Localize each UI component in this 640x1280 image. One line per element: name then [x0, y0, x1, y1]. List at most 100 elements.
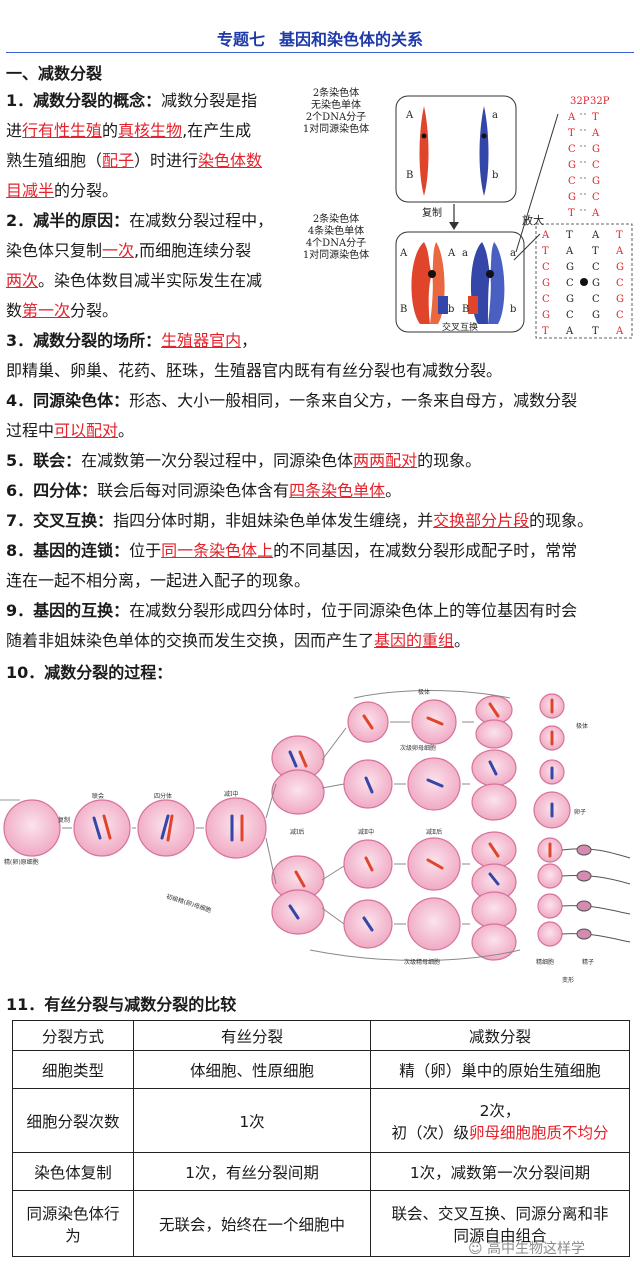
section-heading-meiosis: 一、减数分裂: [6, 64, 103, 83]
item-6-lead: 6．四分体：: [6, 481, 98, 500]
mitosis-meiosis-table: 分裂方式 有丝分裂 减数分裂 细胞类型 体细胞、性原细胞 精（卵）巢中的原始生殖…: [12, 1020, 630, 1257]
item-1-text-d: ,在产生成: [182, 121, 252, 140]
item-2-key-1: 一次: [102, 241, 135, 260]
svg-text:G: G: [592, 278, 600, 289]
label-synapsis: 联会: [92, 792, 104, 800]
label-spermatid: 精细胞: [536, 958, 554, 966]
svg-text:T: T: [616, 230, 623, 241]
item-1-key-2: 真核生物: [118, 121, 183, 140]
svg-text:C: C: [568, 176, 576, 187]
svg-text:G: G: [542, 310, 550, 321]
fig1-label-single-4: 1对同源染色体: [303, 122, 369, 135]
header-cell-type: 分裂方式: [12, 1020, 134, 1051]
svg-text:A: A: [447, 248, 456, 259]
item-2-lead: 2．减半的原因：: [6, 211, 130, 230]
crossover-label: 交叉互换: [442, 321, 478, 333]
header-cell-meiosis: 减数分裂: [370, 1020, 630, 1051]
row-meiosis-cell-type: 精（卵）巢中的原始生殖细胞: [370, 1050, 630, 1089]
svg-text:A: A: [541, 230, 550, 241]
svg-text:T: T: [566, 230, 573, 241]
enlarge-label: 放大: [522, 213, 544, 227]
item-8-text-b: 的不同基因，在减数分裂形成配子时，常常: [273, 541, 578, 560]
svg-text:B: B: [462, 304, 469, 315]
item-2-key-2: 两次: [6, 271, 39, 290]
row-key-division-count: 细胞分裂次数: [12, 1088, 134, 1153]
label-sperm: 精子: [582, 958, 594, 966]
svg-text:C: C: [616, 310, 624, 321]
watermark: ☺ 高中生物这样学: [468, 1238, 585, 1258]
gene-b: b: [492, 170, 498, 181]
svg-text:A: A: [565, 246, 574, 257]
svg-text:A: A: [615, 246, 624, 257]
row-mitosis-cell-type: 体细胞、性原细胞: [133, 1050, 371, 1089]
svg-text:T: T: [568, 128, 575, 139]
svg-text:C: C: [592, 294, 600, 305]
division-count-line-2: 初（次）级卵母细胞胞质不均分: [375, 1121, 625, 1143]
division-count-text: 初（次）级: [391, 1123, 469, 1142]
item-5-text-a: 在减数第一次分裂过程中，同源染色体: [81, 451, 354, 470]
svg-text:C: C: [592, 262, 600, 273]
item-2-text-e: 数: [6, 301, 23, 320]
title-name: 基因和染色体的关系: [279, 30, 424, 49]
item-1-key-3: 配子: [102, 151, 135, 170]
item-9-exchange: 9．基因的互换：在减数分裂形成四分体时，位于同源染色体上的等位基因有时会 随着非…: [6, 596, 634, 656]
item-6-key-1: 四条染色单体: [289, 481, 386, 500]
label-polar-body-2: 极体: [576, 722, 588, 730]
fig1-label-single-2: 无染色单体: [311, 98, 361, 111]
svg-text:A: A: [567, 112, 576, 123]
item-7-text-b: 的现象。: [529, 511, 594, 530]
label-primordial-cell: 精(卵)原细胞: [4, 858, 39, 866]
row-mitosis-homolog-behavior: 无联会，始终在一个细胞中: [133, 1190, 371, 1257]
item-1-text-f: ）时进行: [134, 151, 199, 170]
svg-text:A: A: [615, 326, 624, 337]
title-topic: 专题七: [216, 30, 265, 49]
table-row: 细胞类型 体细胞、性原细胞 精（卵）巢中的原始生殖细胞: [12, 1050, 630, 1089]
item-3-lead: 3．减数分裂的场所：: [6, 331, 162, 350]
item-1-text-b: 进: [6, 121, 23, 140]
gene-a: a: [492, 110, 498, 121]
svg-text:a: a: [510, 248, 516, 259]
item-2-text-b: 染色体只复制: [6, 241, 103, 260]
homolog-meiosis-line-2: 同源自由组合: [453, 1226, 547, 1245]
row-meiosis-replication: 1次，减数第一次分裂间期: [370, 1152, 630, 1191]
single-chromosome-blue: [479, 106, 489, 196]
svg-text:C: C: [568, 144, 576, 155]
svg-text:A: A: [591, 128, 600, 139]
label-mi-anaphase: 减Ⅰ后: [290, 828, 304, 836]
svg-text:b: b: [448, 304, 454, 315]
item-2-reason: 2．减半的原因：在减数分裂过程中， 染色体只复制一次,而细胞连续分裂 两次。染色…: [6, 206, 291, 326]
table-header-row: 分裂方式 有丝分裂 减数分裂: [12, 1020, 630, 1051]
single-chromosome-box: [395, 95, 517, 203]
item-1-concept: 1．减数分裂的概念：减数分裂是指 进行有性生殖的真核生物,在产生成 熟生殖细胞（…: [6, 86, 291, 206]
item-9-text-a: 在减数分裂形成四分体时，位于同源染色体上的等位基因有时会: [129, 601, 578, 620]
fig1-label-double-4: 1对同源染色体: [303, 248, 369, 261]
item-10-lead: 10．减数分裂的过程：: [6, 663, 173, 682]
svg-text:A: A: [591, 230, 600, 241]
item-1-text-e: 熟生殖细胞（: [6, 151, 103, 170]
svg-text:G: G: [592, 176, 600, 187]
item-4-key-1: 可以配对: [54, 421, 119, 440]
item-4-text-a: 形态、大小一般相同，一条来自父方，一条来自母方，减数分裂: [129, 391, 578, 410]
watermark-text: 高中生物这样学: [487, 1241, 586, 1257]
item-6-tetrad: 6．四分体：联会后每对同源染色体含有四条染色单体。: [6, 476, 634, 506]
svg-text:a: a: [462, 248, 468, 259]
label-secondary-oocyte: 次级卵母细胞: [400, 744, 436, 752]
svg-text:T: T: [542, 326, 549, 337]
svg-text:T: T: [592, 326, 599, 337]
item-3-text-a: ，: [241, 331, 258, 350]
label-replicate: 复制: [58, 816, 70, 824]
row-meiosis-division-count: 2次， 初（次）级卵母细胞胞质不均分: [370, 1088, 630, 1153]
division-count-key: 卵母细胞胞质不均分: [469, 1123, 609, 1142]
homolog-meiosis-line-1: 联会、交叉互换、同源分离和非: [391, 1204, 609, 1223]
division-count-line-1: 2次，: [479, 1101, 521, 1120]
title-underline: [6, 52, 634, 53]
item-8-text-c: 连在一起不相分离，一起进入配子的现象。: [6, 571, 311, 590]
label-tetrad: 四分体: [154, 792, 172, 800]
svg-text:C: C: [542, 262, 550, 273]
row-key-cell-type: 细胞类型: [12, 1050, 134, 1089]
item-1-lead: 1．减数分裂的概念：: [6, 91, 162, 110]
dna-double-strands: AT CG CG T TA GC GC A TA GC GC A AT CG C…: [541, 230, 624, 337]
page-title: 专题七基因和染色体的关系: [0, 26, 640, 50]
label-primary-cell: 初级精(卵)母细胞: [165, 892, 212, 914]
